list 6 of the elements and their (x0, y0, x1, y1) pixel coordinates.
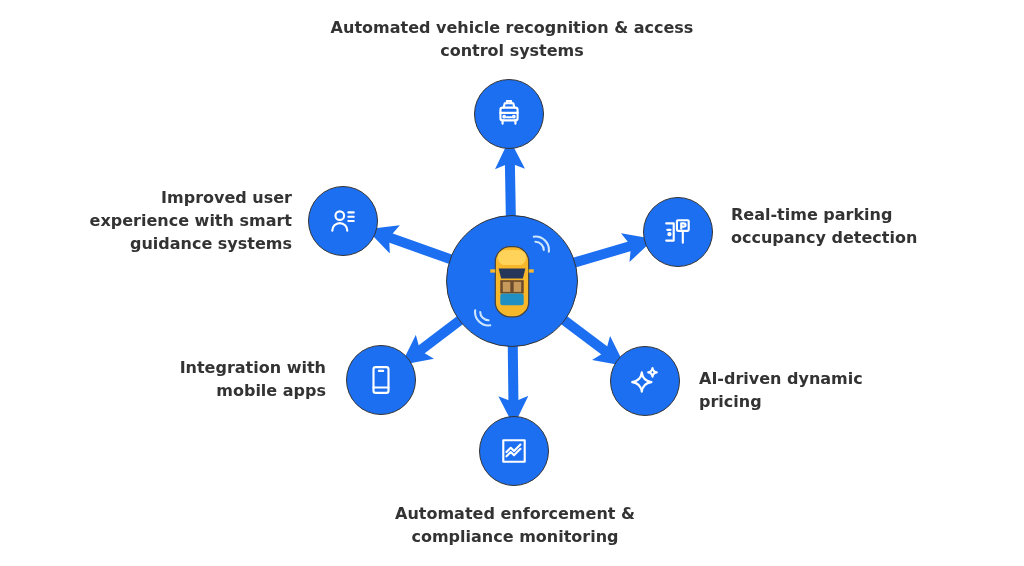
feature-label: Integration with mobile apps (178, 357, 326, 402)
feature-label: Improved user experience with smart guidance systems (88, 187, 292, 255)
feature-label: Automated vehicle recognition & access control systems (329, 17, 695, 62)
feature-label: AI-driven dynamic pricing (699, 368, 864, 413)
feature-label: Real-time parking occupancy detection (731, 204, 919, 249)
feature-label: Automated enforcement & compliance monitoring (394, 503, 636, 548)
